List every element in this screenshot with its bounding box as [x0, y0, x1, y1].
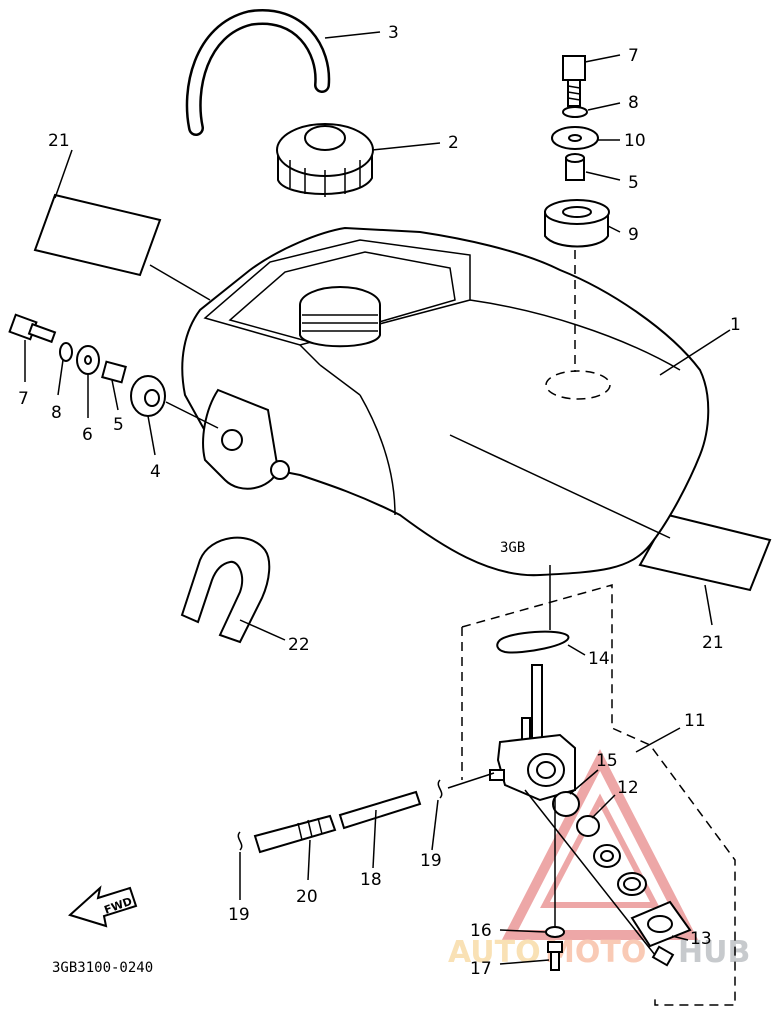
- part-12-filter: [593, 844, 621, 868]
- callout-14: 14: [588, 649, 610, 669]
- part-12-o-ring-upper: [576, 815, 600, 837]
- callout-5-left: 5: [113, 415, 124, 435]
- svg-text:3GB: 3GB: [500, 540, 525, 556]
- part-18-fuel-pipe: [338, 790, 422, 830]
- callout-19-right: 19: [420, 851, 442, 871]
- part-15-seal: [552, 791, 580, 817]
- callout-22: 22: [288, 635, 310, 655]
- callout-12: 12: [617, 778, 639, 798]
- callout-9: 9: [628, 225, 639, 245]
- callout-6: 6: [82, 425, 93, 445]
- part-2-fuel-cap: [276, 123, 374, 197]
- part-21-label-sheet-left: [33, 193, 162, 277]
- part-7-bolt-left: [8, 313, 57, 344]
- part-5-collar-left: [101, 360, 127, 384]
- part-14-gasket: [496, 630, 570, 654]
- callout-19-left: 19: [228, 905, 250, 925]
- part-19-clip-right: [437, 779, 443, 799]
- part-22-band: [180, 536, 271, 644]
- part-20-fuel-pipe-joint: [253, 814, 337, 854]
- part-7-bolt-right: [562, 55, 586, 107]
- part-11-fuel-cock: [489, 664, 576, 802]
- part-9-damper: [544, 199, 610, 248]
- callout-20: 20: [296, 887, 318, 907]
- part-10-plate-washer: [551, 126, 599, 150]
- part-3-breather-hose: [185, 8, 331, 136]
- callout-10: 10: [624, 131, 646, 151]
- watermark-auto: AUTO: [448, 935, 541, 970]
- callout-3: 3: [388, 23, 399, 43]
- part-5-collar-right: [565, 153, 585, 181]
- callout-11: 11: [684, 711, 706, 731]
- part-16-washer: [545, 926, 565, 938]
- assembly-11-outline: [461, 584, 736, 1006]
- callout-5-right: 5: [628, 173, 639, 193]
- callout-13: 13: [690, 929, 712, 949]
- callout-18: 18: [360, 870, 382, 890]
- callout-21-right: 21: [702, 633, 724, 653]
- callout-1: 1: [730, 315, 741, 335]
- part-8-washer-right: [562, 106, 588, 118]
- part-13-cover-plate: [630, 900, 692, 948]
- part-17-drain-screw: [547, 941, 563, 971]
- part-21-label-sheet-right: [638, 513, 772, 592]
- fwd-arrow-icon: FWD: [68, 885, 138, 928]
- callout-15: 15: [596, 751, 618, 771]
- callout-17: 17: [470, 959, 492, 979]
- callout-8-left: 8: [51, 403, 62, 423]
- callout-numbers: 3 2 7 8 10 5 9 1 21 21 7 8 6 5 4 22 14 1…: [18, 23, 741, 979]
- callout-8-right: 8: [628, 93, 639, 113]
- callout-7-right: 7: [628, 46, 639, 66]
- part-1-fuel-tank: 3GB: [181, 226, 710, 577]
- part-6-washer-left: [76, 345, 100, 375]
- part-19-clip-left: [237, 831, 243, 851]
- diagram-code: 3GB3100-0240: [52, 960, 153, 976]
- callout-2: 2: [448, 133, 459, 153]
- part-13-screw: [651, 945, 675, 967]
- callout-16: 16: [470, 921, 492, 941]
- part-4-grommet: [130, 375, 166, 417]
- leader-lines: [24, 31, 731, 965]
- callout-4: 4: [150, 462, 161, 482]
- part-12-o-ring-lower: [617, 872, 647, 896]
- callout-21-left: 21: [48, 131, 70, 151]
- watermark-hub: HUB: [678, 935, 750, 970]
- callout-7-left: 7: [18, 389, 29, 409]
- part-8-washer-left: [59, 342, 73, 362]
